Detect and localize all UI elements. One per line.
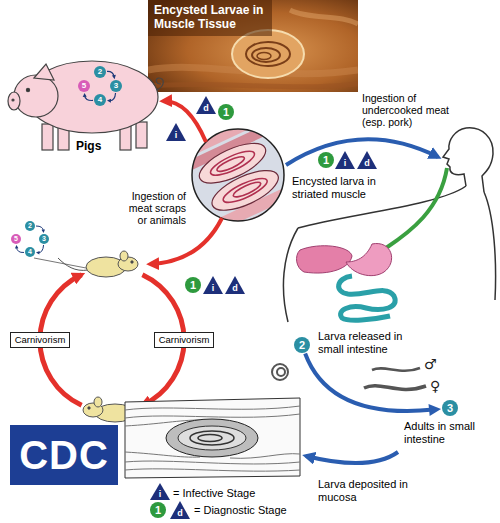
step-note: Larva deposited in mucosa — [318, 478, 422, 503]
arrowhead — [15, 245, 18, 249]
small-intestine — [339, 276, 396, 320]
node-text: 2 — [25, 221, 35, 231]
photo-detail — [148, 0, 358, 87]
node-text: 3 — [442, 400, 458, 416]
node-text: 2 — [94, 66, 106, 78]
stage-number: 5 — [78, 80, 90, 92]
node-text: 1 — [318, 152, 334, 168]
human-outline — [283, 128, 495, 322]
node-text: 5 — [78, 80, 90, 92]
triangle-shape — [357, 151, 377, 169]
step-note: Encysted larva in striated muscle — [292, 175, 396, 200]
triangle-shape — [196, 96, 216, 114]
node-text: 4 — [94, 94, 106, 106]
stage-number: 4 — [94, 94, 106, 106]
infective-marker: i — [335, 151, 355, 169]
infective-marker: i — [166, 123, 186, 141]
arrowhead — [112, 75, 116, 79]
legend-symbol: d — [170, 508, 190, 518]
larva — [272, 364, 288, 380]
liver — [297, 246, 352, 273]
arrowhead — [107, 99, 111, 103]
triangle-shape — [203, 276, 223, 294]
sex-symbol: ♀ — [430, 378, 446, 394]
node-text: 3 — [39, 234, 49, 244]
triangle-shape — [335, 151, 355, 169]
node-text: 3 — [110, 80, 122, 92]
adult-worm — [364, 386, 426, 390]
step-note: Adults in small intestine — [404, 420, 496, 445]
legend-text: = Infective Stage — [173, 487, 255, 500]
step-note: Ingestion of meat scraps or animals — [118, 190, 186, 226]
diagnostic-marker: d — [225, 276, 245, 294]
connector — [83, 93, 93, 101]
node-text: i — [166, 130, 186, 140]
node-text: 1 — [218, 104, 234, 120]
arrowhead — [83, 93, 87, 97]
step-note: Ingestion of undercooked meat (esp. pork… — [362, 92, 454, 128]
carnivorism-box: Carnivorism — [10, 332, 71, 348]
stage-number: 1 — [218, 104, 234, 120]
triangle-shape — [225, 276, 245, 294]
node-text: d — [357, 158, 377, 168]
carnivorism-box: Carnivorism — [154, 332, 215, 348]
muscle-photo — [148, 0, 358, 92]
adult-worm — [372, 368, 420, 371]
stomach — [346, 244, 392, 276]
arrowhead — [42, 229, 45, 233]
node-text: 1 — [185, 277, 201, 293]
node-text: d — [225, 283, 245, 293]
step-note: Larva released in small intestine — [318, 330, 422, 355]
connector — [36, 226, 45, 233]
stage-number: 3 — [442, 400, 458, 416]
arrowhead — [429, 404, 442, 416]
stage-number: 5 — [11, 234, 21, 244]
arrowhead — [36, 251, 40, 254]
infective-marker: i — [203, 276, 223, 294]
photo-ground — [148, 0, 358, 92]
stage-number: 4 — [25, 247, 35, 257]
diagnostic-marker: d — [357, 151, 377, 169]
cdc-logo: CDC — [10, 425, 118, 485]
connector — [15, 245, 24, 253]
node-text: Carnivorism — [159, 334, 210, 346]
stage-number: 1 — [185, 277, 201, 293]
node-text: d — [196, 103, 216, 113]
rat — [58, 251, 138, 277]
diagnostic-marker: d — [196, 96, 216, 114]
node-text: 2 — [294, 337, 310, 353]
node-text: CDC — [10, 425, 118, 485]
connector — [107, 93, 116, 103]
legend-symbol: 1 — [150, 503, 166, 517]
esophagus — [386, 168, 447, 248]
legend-text: = Diagnostic Stage — [194, 504, 287, 517]
sex-symbol: ♂ — [424, 356, 440, 372]
legend-symbol: i — [150, 489, 170, 499]
pig — [8, 61, 163, 150]
stage-number: 1 — [318, 152, 334, 168]
connector-line — [305, 353, 434, 411]
connector — [305, 353, 441, 416]
stage-number: 3 — [110, 80, 122, 92]
stage-number: 3 — [39, 234, 49, 244]
intestinal-mucosa — [125, 398, 300, 478]
connector — [36, 245, 44, 254]
triangle-shape — [166, 123, 186, 141]
node-text: 5 — [11, 234, 21, 244]
transmission-arrow — [163, 101, 206, 142]
node-text: i — [335, 158, 355, 168]
transmission-arrow — [306, 452, 398, 463]
node-text: i — [203, 283, 223, 293]
photo-title: Encysted Larvae in Muscle Tissue — [154, 4, 266, 32]
node-text: 4 — [25, 247, 35, 257]
stage-number: 2 — [25, 221, 35, 231]
node-text: Carnivorism — [15, 334, 66, 346]
host-name: Pigs — [76, 140, 116, 154]
stage-number: 2 — [94, 66, 106, 78]
connector — [107, 71, 116, 79]
stage-number: 2 — [294, 337, 310, 353]
